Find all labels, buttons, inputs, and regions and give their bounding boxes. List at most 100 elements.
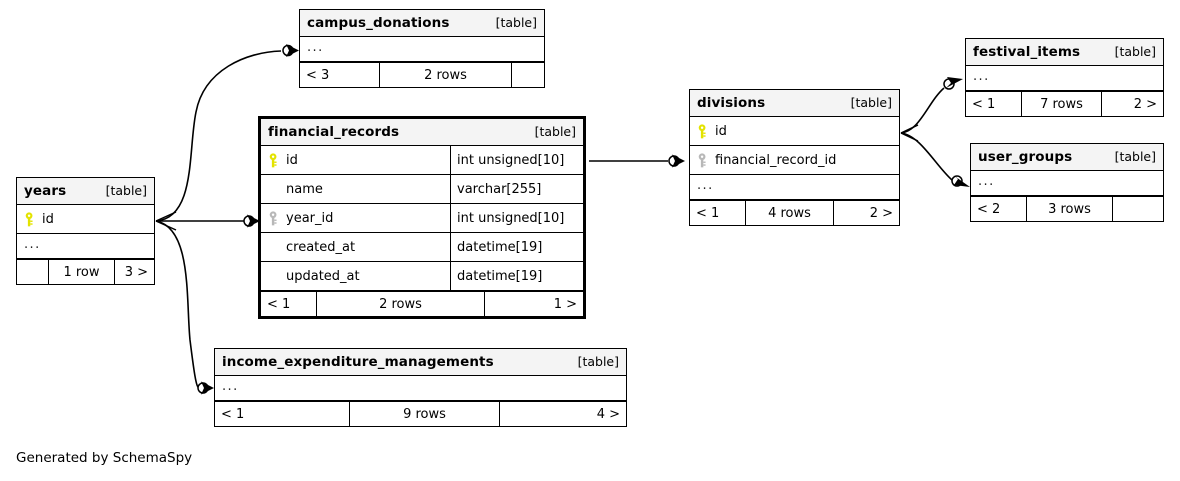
column-row-financial_records-updated_at: updated_at datetime[19] xyxy=(261,262,583,291)
footer-parents-user_groups[interactable]: < 2 xyxy=(971,197,1027,221)
table-name-campus_donations: campus_donations xyxy=(307,14,450,31)
column-row-years-id: id xyxy=(17,205,154,234)
ellipsis-label: ... xyxy=(978,174,995,189)
table-tag-years: [table] xyxy=(105,183,147,198)
column-name-cell: updated_at xyxy=(261,269,450,284)
column-label: id xyxy=(42,211,54,227)
footer-children-campus_donations[interactable] xyxy=(512,63,544,87)
footer-children-years[interactable]: 3 > xyxy=(124,264,148,280)
footer-rowcount-user_groups: 3 rows xyxy=(1027,197,1113,221)
edge-arrowheads xyxy=(201,44,970,395)
footer-rowcount-festival_items: 7 rows xyxy=(1022,92,1102,116)
table-name-financial_records: financial_records xyxy=(268,123,400,140)
primary-key-icon xyxy=(698,123,706,138)
ellipsis-label: ... xyxy=(697,178,714,193)
column-label: year_id xyxy=(286,210,334,226)
column-label: created_at xyxy=(286,239,356,255)
column-row-financial_records-name: name varchar[255] xyxy=(261,175,583,204)
footer-rowcount-income_expenditure_managements: 9 rows xyxy=(350,402,500,426)
column-type: datetime[19] xyxy=(450,262,583,290)
arrow-campus_donations xyxy=(286,44,299,57)
footer-children-festival_items[interactable]: 2 > xyxy=(1133,96,1157,112)
footer-children-divisions[interactable]: 2 > xyxy=(869,205,893,221)
primary-key-icon xyxy=(25,211,33,226)
table-header-festival_items: festival_items [table] xyxy=(966,39,1163,66)
table-name-festival_items: festival_items xyxy=(973,43,1081,60)
footer-parents-festival_items[interactable]: < 1 xyxy=(966,92,1022,116)
column-name-cell: id xyxy=(261,153,450,168)
edge-years-to-income_expenditure_managements xyxy=(155,220,199,388)
table-name-years: years xyxy=(24,182,67,199)
column-label: name xyxy=(286,181,323,197)
table-name-user_groups: user_groups xyxy=(978,148,1073,165)
arrow-income_expenditure xyxy=(201,381,214,395)
footer-parents-financial_records[interactable]: < 1 xyxy=(261,292,317,316)
footer-parents-divisions[interactable]: < 1 xyxy=(690,201,746,225)
edge-years-to-campus_donations xyxy=(155,50,282,222)
ellipsis-label: ... xyxy=(24,237,41,252)
edge-divisions-to-festival_items xyxy=(900,87,945,134)
column-type: int unsigned[10] xyxy=(450,204,583,232)
more-columns-indicator-income_expenditure_managements: ... xyxy=(215,376,626,401)
ellipsis-label: ... xyxy=(307,40,324,55)
footer-children-user_groups[interactable] xyxy=(1113,197,1163,221)
column-type: varchar[255] xyxy=(450,175,583,203)
footer-rowcount-financial_records: 2 rows xyxy=(317,292,485,316)
arrow-divisions xyxy=(672,154,685,168)
table-header-financial_records: financial_records [table] xyxy=(261,119,583,146)
column-label: updated_at xyxy=(286,268,360,284)
table-header-user_groups: user_groups [table] xyxy=(971,144,1163,171)
table-tag-financial_records: [table] xyxy=(534,124,576,139)
table-name-divisions: divisions xyxy=(697,94,766,111)
footer-parents-campus_donations[interactable]: < 3 xyxy=(300,63,380,87)
ellipsis-label: ... xyxy=(973,69,990,84)
table-tag-user_groups: [table] xyxy=(1114,149,1156,164)
footer-parents-income_expenditure_managements[interactable]: < 1 xyxy=(215,402,350,426)
footer-rowcount-campus_donations: 2 rows xyxy=(380,63,512,87)
primary-key-icon xyxy=(269,152,277,167)
footer-parents-years[interactable] xyxy=(17,260,49,284)
table-header-divisions: divisions [table] xyxy=(690,90,899,117)
more-columns-indicator-user_groups: ... xyxy=(971,171,1163,196)
footer-children-income_expenditure_managements[interactable]: 4 > xyxy=(596,406,620,422)
column-name-cell: id xyxy=(17,212,154,227)
column-type: datetime[19] xyxy=(450,233,583,261)
more-columns-indicator-campus_donations: ... xyxy=(300,37,544,62)
column-row-divisions-id: id xyxy=(690,117,899,146)
foreign-key-icon xyxy=(269,210,277,225)
table-header-years: years [table] xyxy=(17,178,154,205)
more-columns-indicator-divisions: ... xyxy=(690,175,899,200)
crowsfoot-years xyxy=(155,211,177,231)
schemaspy-credit: Generated by SchemaSpy xyxy=(16,450,193,466)
foreign-key-icon xyxy=(698,152,706,167)
column-row-financial_records-year_id: year_id int unsigned[10] xyxy=(261,204,583,233)
crowsfoot-divisions xyxy=(900,124,919,142)
table-tag-festival_items: [table] xyxy=(1114,44,1156,59)
arrow-user_groups xyxy=(953,175,970,187)
footer-children-financial_records[interactable]: 1 > xyxy=(553,296,577,312)
table-header-campus_donations: campus_donations [table] xyxy=(300,10,544,37)
table-tag-campus_donations: [table] xyxy=(495,15,537,30)
arrow-financial_records xyxy=(247,214,260,228)
table-box-income_expenditure_managements[interactable]: income_expenditure_managements[table]...… xyxy=(214,348,627,427)
table-tag-divisions: [table] xyxy=(850,95,892,110)
more-columns-indicator-years: ... xyxy=(17,234,154,259)
table-header-income_expenditure_managements: income_expenditure_managements[table] xyxy=(215,349,626,376)
column-label: id xyxy=(715,123,727,139)
